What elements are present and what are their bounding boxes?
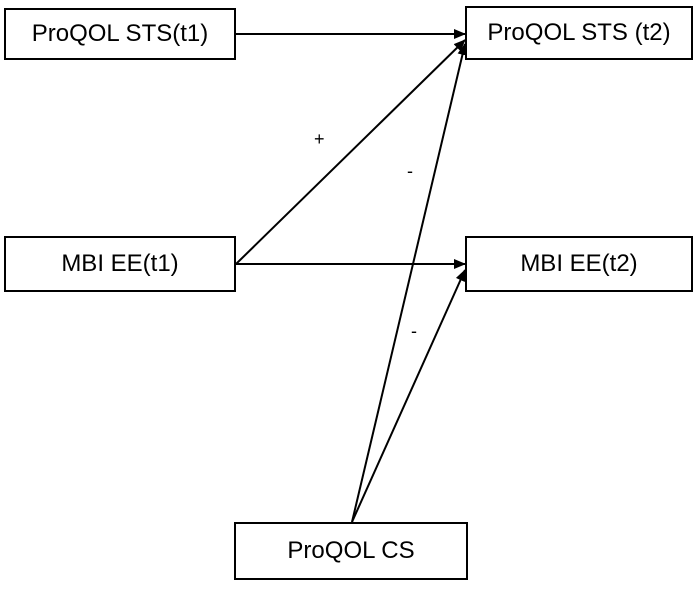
path-sign-negative-sts: - (407, 161, 413, 181)
arrow-cs-to-sts-t2 (351, 43, 468, 523)
path-sign-positive: + (314, 129, 325, 149)
node-proqol-cs: ProQOL CS (234, 522, 468, 580)
node-mbi-ee-t1: MBI EE(t1) (4, 236, 236, 292)
node-proqol-sts-t1: ProQOL STS(t1) (4, 8, 236, 60)
node-mbi-ee-t2: MBI EE(t2) (465, 236, 693, 292)
arrow-cs-to-ee-t2 (351, 269, 466, 523)
path-sign-negative-ee: - (411, 321, 417, 341)
node-proqol-sts-t2: ProQOL STS (t2) (465, 6, 693, 60)
arrow-ee-t1-to-sts-t2 (235, 39, 466, 265)
